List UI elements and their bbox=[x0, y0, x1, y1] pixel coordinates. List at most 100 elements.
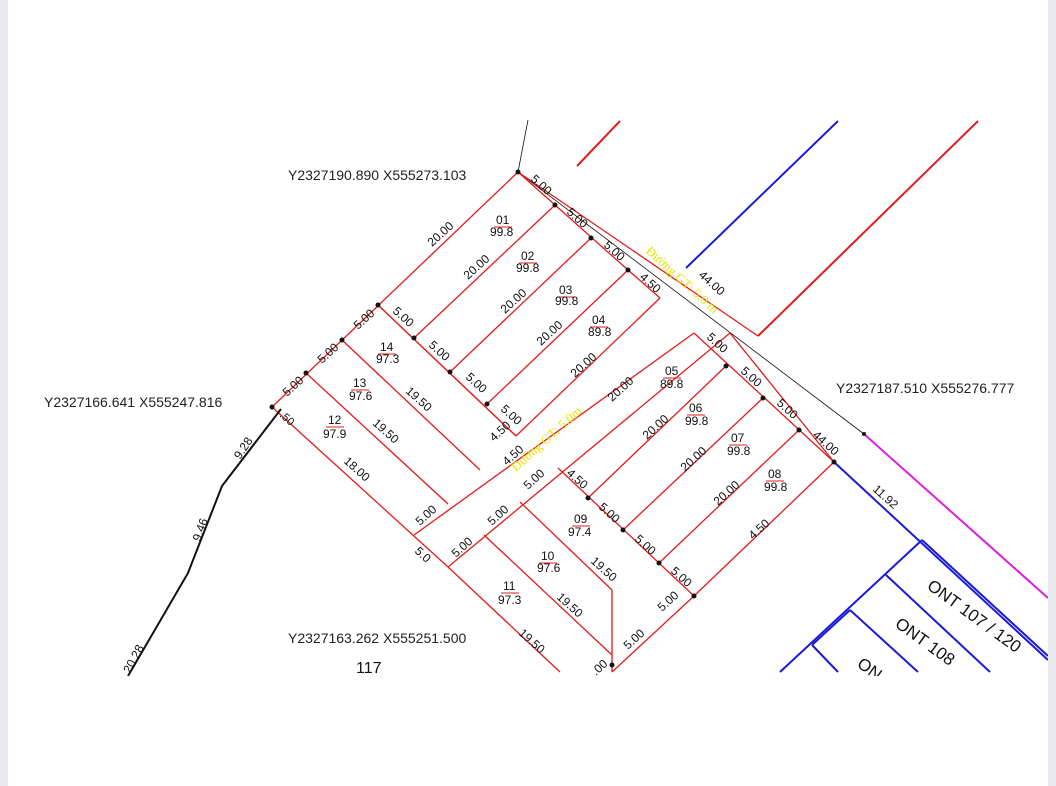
svg-text:5.00: 5.00 bbox=[704, 330, 731, 356]
svg-text:99.8: 99.8 bbox=[555, 294, 579, 308]
svg-text:99.8: 99.8 bbox=[490, 225, 514, 239]
svg-text:5.00: 5.00 bbox=[774, 396, 801, 422]
plot-line-02-03 bbox=[449, 237, 592, 373]
blue-zone-line-2 bbox=[849, 609, 919, 673]
svg-text:4.50: 4.50 bbox=[564, 466, 591, 492]
svg-text:5.00: 5.00 bbox=[738, 364, 765, 390]
svg-text:5.00: 5.00 bbox=[655, 588, 682, 614]
page-number: 117 bbox=[356, 660, 382, 677]
magenta-line bbox=[863, 433, 1048, 599]
svg-text:11: 11 bbox=[503, 579, 516, 593]
map-sheet: Y2327190.890 X555273.103 Y2327166.641 X5… bbox=[8, 0, 1048, 786]
svg-text:5.00: 5.00 bbox=[485, 502, 512, 528]
svg-text:97.9: 97.9 bbox=[323, 427, 347, 441]
svg-text:99.8: 99.8 bbox=[764, 480, 788, 494]
plot-line-03-04 bbox=[486, 269, 629, 405]
plot-line-06-07 bbox=[622, 397, 764, 531]
svg-text:.50: .50 bbox=[277, 409, 296, 428]
svg-text:20.00: 20.00 bbox=[640, 412, 672, 443]
svg-text:89.8: 89.8 bbox=[588, 325, 612, 339]
red-road-edge-2 bbox=[757, 120, 979, 337]
svg-text:10: 10 bbox=[541, 549, 555, 563]
svg-text:20.00: 20.00 bbox=[711, 478, 743, 509]
svg-text:5.00: 5.00 bbox=[632, 532, 659, 558]
bottom-margin bbox=[8, 676, 1048, 786]
coord-label-bottom: Y2327163.262 X555251.500 bbox=[288, 630, 466, 646]
svg-text:~: ~ bbox=[925, 591, 935, 602]
svg-text:12: 12 bbox=[328, 413, 342, 427]
svg-text:06: 06 bbox=[689, 401, 703, 415]
svg-text:97.3: 97.3 bbox=[376, 352, 400, 366]
svg-text:19.50: 19.50 bbox=[588, 554, 620, 585]
plot-line-a bbox=[517, 171, 629, 271]
vertex-dots bbox=[269, 169, 866, 668]
plot-line-13-14 bbox=[341, 339, 481, 471]
svg-text:99.8: 99.8 bbox=[516, 261, 540, 275]
coord-label-right: Y2327187.510 X555276.777 bbox=[836, 380, 1014, 396]
plot-line-05-06 bbox=[587, 365, 727, 499]
svg-text:14: 14 bbox=[380, 340, 394, 354]
svg-text:5.00: 5.00 bbox=[668, 564, 695, 590]
svg-text:20.28: 20.28 bbox=[120, 642, 147, 675]
coord-label-top: Y2327190.890 X555273.103 bbox=[288, 167, 466, 183]
svg-text:20.00: 20.00 bbox=[425, 219, 457, 250]
svg-text:18.00: 18.00 bbox=[341, 454, 373, 485]
zone-labels: ONT 107 / 120 ONT 108 ON ~ bbox=[854, 576, 1025, 684]
plot-line-14-top bbox=[377, 304, 517, 437]
svg-text:5.00: 5.00 bbox=[463, 370, 490, 396]
plot-line-01-02 bbox=[413, 204, 556, 339]
svg-text:02: 02 bbox=[521, 249, 535, 263]
svg-text:13: 13 bbox=[353, 376, 367, 390]
svg-text:99.8: 99.8 bbox=[685, 414, 709, 428]
plot-line-12-bottom bbox=[271, 406, 449, 568]
svg-text:97.4: 97.4 bbox=[568, 525, 592, 539]
plot-line-04-road bbox=[515, 297, 661, 437]
plot-line-07-08 bbox=[658, 429, 800, 564]
lower-spine bbox=[557, 467, 695, 597]
svg-text:97.6: 97.6 bbox=[537, 561, 561, 575]
plot-line-09-10 bbox=[483, 534, 613, 656]
svg-text:4.50: 4.50 bbox=[637, 270, 664, 296]
svg-text:89.8: 89.8 bbox=[660, 377, 684, 391]
coord-label-left: Y2327166.641 X555247.816 bbox=[44, 394, 222, 410]
svg-text:20.00: 20.00 bbox=[678, 444, 710, 475]
svg-text:97.6: 97.6 bbox=[349, 389, 373, 403]
road2-edge-east bbox=[447, 332, 731, 568]
coordinate-labels: Y2327190.890 X555273.103 Y2327166.641 X5… bbox=[44, 167, 1014, 677]
svg-text:07: 07 bbox=[731, 431, 745, 445]
zone-ont-108: ONT 108 bbox=[892, 614, 959, 670]
svg-text:5.00: 5.00 bbox=[621, 626, 648, 652]
svg-text:11.92: 11.92 bbox=[870, 482, 901, 512]
plot-line-08-bottom bbox=[693, 461, 835, 597]
svg-text:03: 03 bbox=[559, 283, 573, 297]
blue-road-edge bbox=[685, 120, 839, 269]
svg-text:01: 01 bbox=[496, 213, 510, 227]
plot-line-09-top bbox=[519, 501, 613, 591]
svg-text:5.00: 5.00 bbox=[596, 500, 623, 526]
blue-zone-line-3 bbox=[811, 609, 851, 646]
svg-text:5.00: 5.00 bbox=[390, 304, 417, 330]
svg-text:5.0: 5.0 bbox=[412, 544, 434, 566]
svg-text:97.3: 97.3 bbox=[498, 593, 522, 607]
plot-line-12-13 bbox=[305, 372, 449, 505]
red-road-edge-1 bbox=[576, 120, 621, 167]
plot-line-10-11 bbox=[447, 566, 561, 673]
svg-text:20.00: 20.00 bbox=[461, 252, 493, 283]
svg-text:5.00: 5.00 bbox=[564, 205, 591, 231]
svg-text:20.00: 20.00 bbox=[568, 350, 600, 381]
upper-block-nw-edge bbox=[271, 171, 519, 408]
road-boundary-lines bbox=[576, 120, 1048, 673]
blue-lot-edge bbox=[833, 461, 1048, 661]
